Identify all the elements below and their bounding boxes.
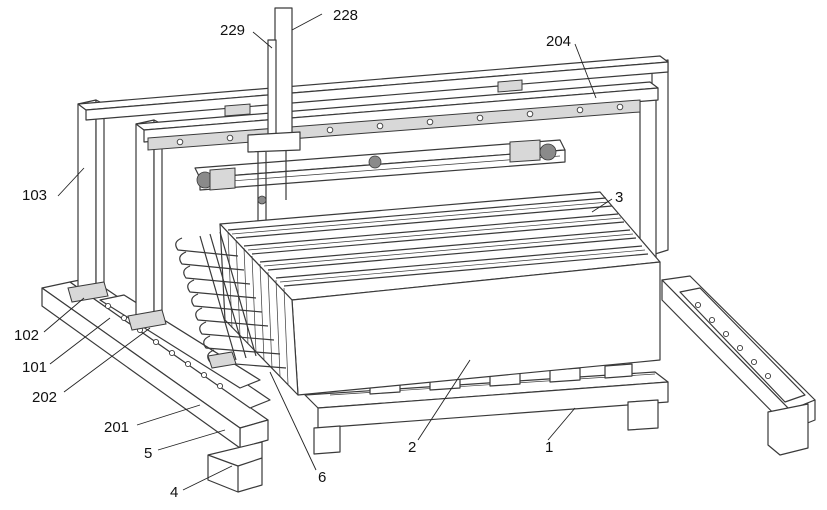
- label-1: 1: [545, 439, 553, 456]
- pallet: [304, 363, 669, 455]
- label-102: 102: [14, 327, 39, 344]
- carriage-conveyor: [194, 139, 566, 191]
- reference-labels: 228 229 204 103 3 102 101 202 201 5 4 6 …: [14, 7, 623, 501]
- gantry-beams: [77, 55, 669, 151]
- beam-holes: [176, 103, 624, 146]
- stack-top-rails: [227, 197, 649, 287]
- leader-lines: [43, 13, 613, 491]
- label-3: 3: [615, 189, 623, 206]
- label-2: 2: [408, 439, 416, 456]
- label-229: 229: [220, 22, 245, 39]
- label-201: 201: [104, 419, 129, 436]
- label-204: 204: [546, 33, 571, 50]
- right-base-rail: [661, 275, 816, 456]
- label-101: 101: [22, 359, 47, 376]
- hook-array: [175, 231, 287, 369]
- panel-stack: [219, 191, 661, 396]
- label-202: 202: [32, 389, 57, 406]
- lifting-rods: [247, 7, 301, 225]
- label-228: 228: [333, 7, 358, 24]
- label-4: 4: [170, 484, 178, 501]
- label-5: 5: [144, 445, 152, 462]
- label-103: 103: [22, 187, 47, 204]
- right-rail-holes: [694, 301, 772, 380]
- label-6: 6: [318, 469, 326, 486]
